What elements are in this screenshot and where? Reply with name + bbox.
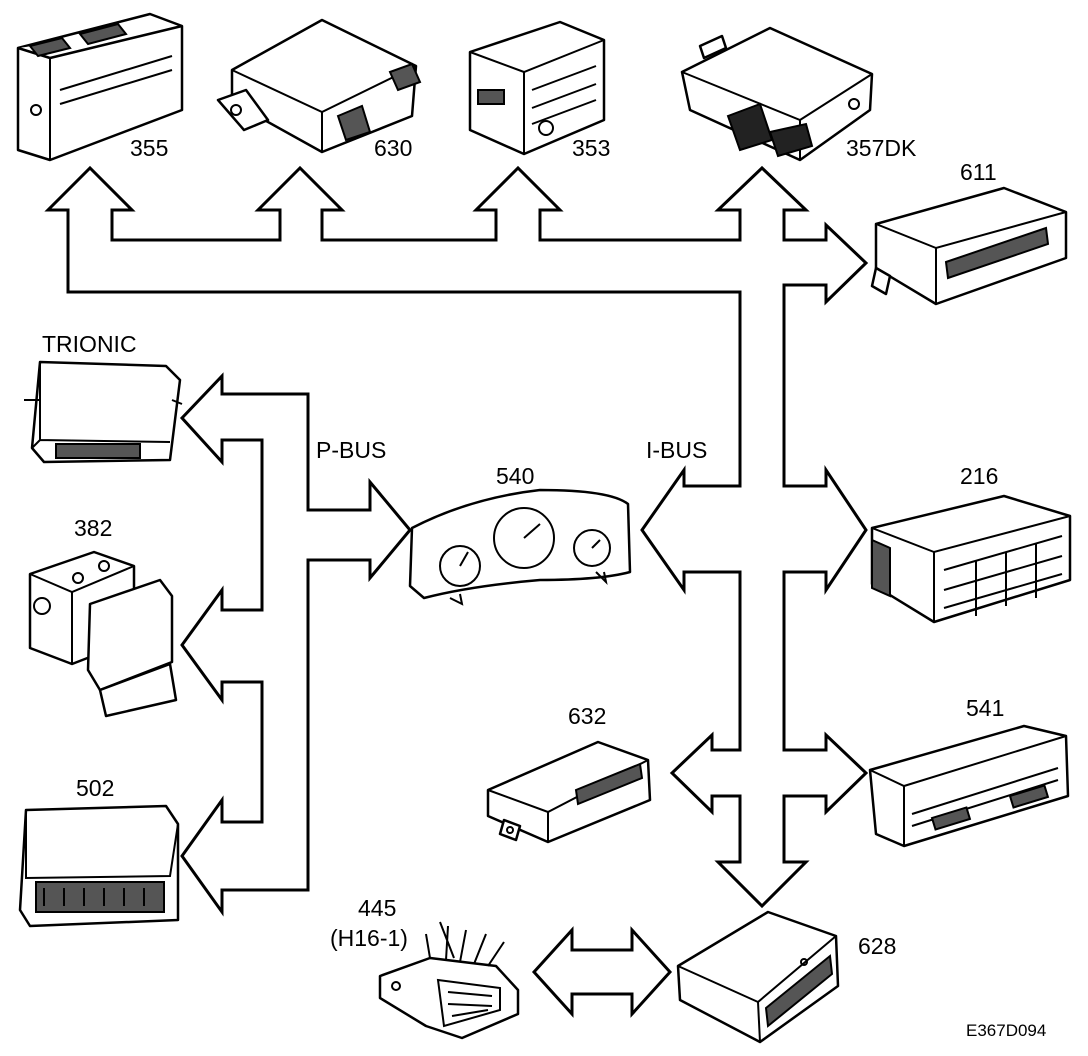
i-bus-label: I-BUS [646,437,707,463]
module-502-unit [18,804,180,928]
p-bus-branch [179,372,412,917]
module-611-unit [870,186,1068,306]
label-611: 611 [960,159,997,185]
label-630: 630 [374,135,412,161]
p-bus-label: P-BUS [316,437,386,463]
label-502: 502 [76,775,114,801]
label-541: 541 [966,695,1004,721]
diagnostic-link-arrow [531,926,673,1018]
label-353: 353 [572,135,610,161]
module-632-unit [486,740,652,844]
label-628: 628 [858,933,896,959]
label-355: 355 [130,135,168,161]
module-216-unit [870,494,1072,624]
i-bus-upper-branch [44,165,869,909]
label-trionic: TRIONIC [42,331,137,357]
label-382: 382 [74,515,112,541]
figure-code: E367D094 [966,1021,1046,1040]
module-353-unit [468,20,606,156]
module-357dk-unit [680,26,874,162]
module-382-unit [28,550,178,718]
label-632: 632 [568,703,606,729]
module-628-unit [676,910,840,1044]
label-540: 540 [496,463,534,489]
label-445-sub: (H16-1) [330,925,408,951]
module-540-unit [408,488,632,606]
module-630-unit [216,18,422,154]
label-357dk: 357DK [846,135,917,161]
module-541-unit [868,724,1070,848]
label-445: 445 [358,895,396,921]
label-216: 216 [960,463,998,489]
module-445-connector [378,921,520,1040]
module-trionic-unit [24,360,183,464]
module-355-unit [16,12,184,162]
